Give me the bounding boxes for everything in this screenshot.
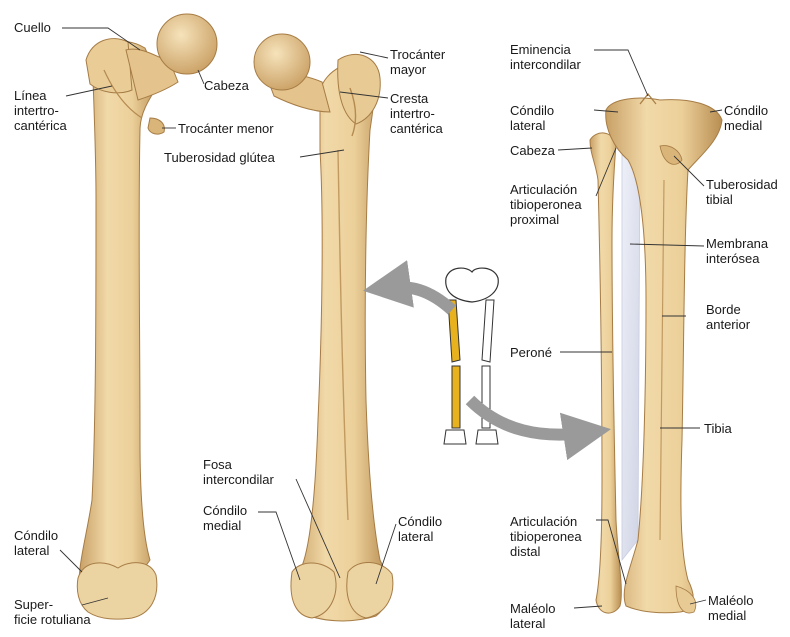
label-tuberosidad-glutea: Tuberosidad glútea [164,150,275,165]
fibula [590,133,621,613]
label-tuberosidad-tibial: Tuberosidad tibial [706,177,778,207]
leader-cabeza-perone [558,148,592,150]
highlighted-leg-tibia [452,366,460,428]
leader-eminencia [594,50,648,96]
label-perone: Peroné [510,345,552,360]
femur-posterior-view [254,34,393,621]
femur-posterior-head [254,34,310,90]
femur-anterior-greater-trochanter [86,39,132,93]
label-condilo-lateral-femur-anterior: Cóndilo lateral [14,528,58,558]
label-tibia: Tibia [704,421,732,436]
label-cresta-intertrocanterica: Cresta intertro- cantérica [390,91,443,136]
interosseous-membrane [622,150,640,560]
label-cabeza-femur: Cabeza [204,78,249,93]
tibia-fibula-view [590,94,722,613]
highlighted-foot [444,430,466,444]
label-trocanter-menor: Trocánter menor [178,121,274,136]
other-leg-femur [482,300,494,362]
femur-posterior-lateral-condyle [347,562,393,618]
label-fosa-intercondilar: Fosa intercondilar [203,457,274,487]
label-maleolo-lateral: Maléolo lateral [510,601,556,631]
label-borde-anterior: Borde anterior [706,302,750,332]
femur-posterior-shaft [292,62,388,620]
label-eminencia-intercondilar: Eminencia intercondilar [510,42,581,72]
femur-anterior-view [77,14,217,619]
leader-condilo-lateral-ant [60,550,82,572]
label-cuello: Cuello [14,20,51,35]
label-linea-intertrocanterica: Línea intertro- cantérica [14,88,67,133]
label-superficie-rotuliana: Super- ficie rotuliana [14,597,91,627]
label-condilo-lateral-femur-posterior: Cóndilo lateral [398,514,442,544]
label-condilo-medial-tibia: Cóndilo medial [724,103,768,133]
femur-anterior-lesser-trochanter [148,118,164,134]
other-foot [476,430,498,444]
femur-anterior-shaft [79,41,160,606]
pelvis-icon [446,268,499,302]
label-articulacion-proximal: Articulación tibioperonea proximal [510,182,582,227]
label-cabeza-perone: Cabeza [510,143,555,158]
label-articulacion-distal: Articulación tibioperonea distal [510,514,582,559]
label-condilo-lateral-tibia: Cóndilo lateral [510,103,554,133]
label-condilo-medial-femur: Cóndilo medial [203,503,247,533]
label-maleolo-medial: Maléolo medial [708,593,754,623]
arrow-to-femur [382,287,452,310]
label-trocanter-mayor: Trocánter mayor [390,47,445,77]
label-membrana-interosea: Membrana interósea [706,236,768,266]
femur-anterior-head [157,14,217,74]
